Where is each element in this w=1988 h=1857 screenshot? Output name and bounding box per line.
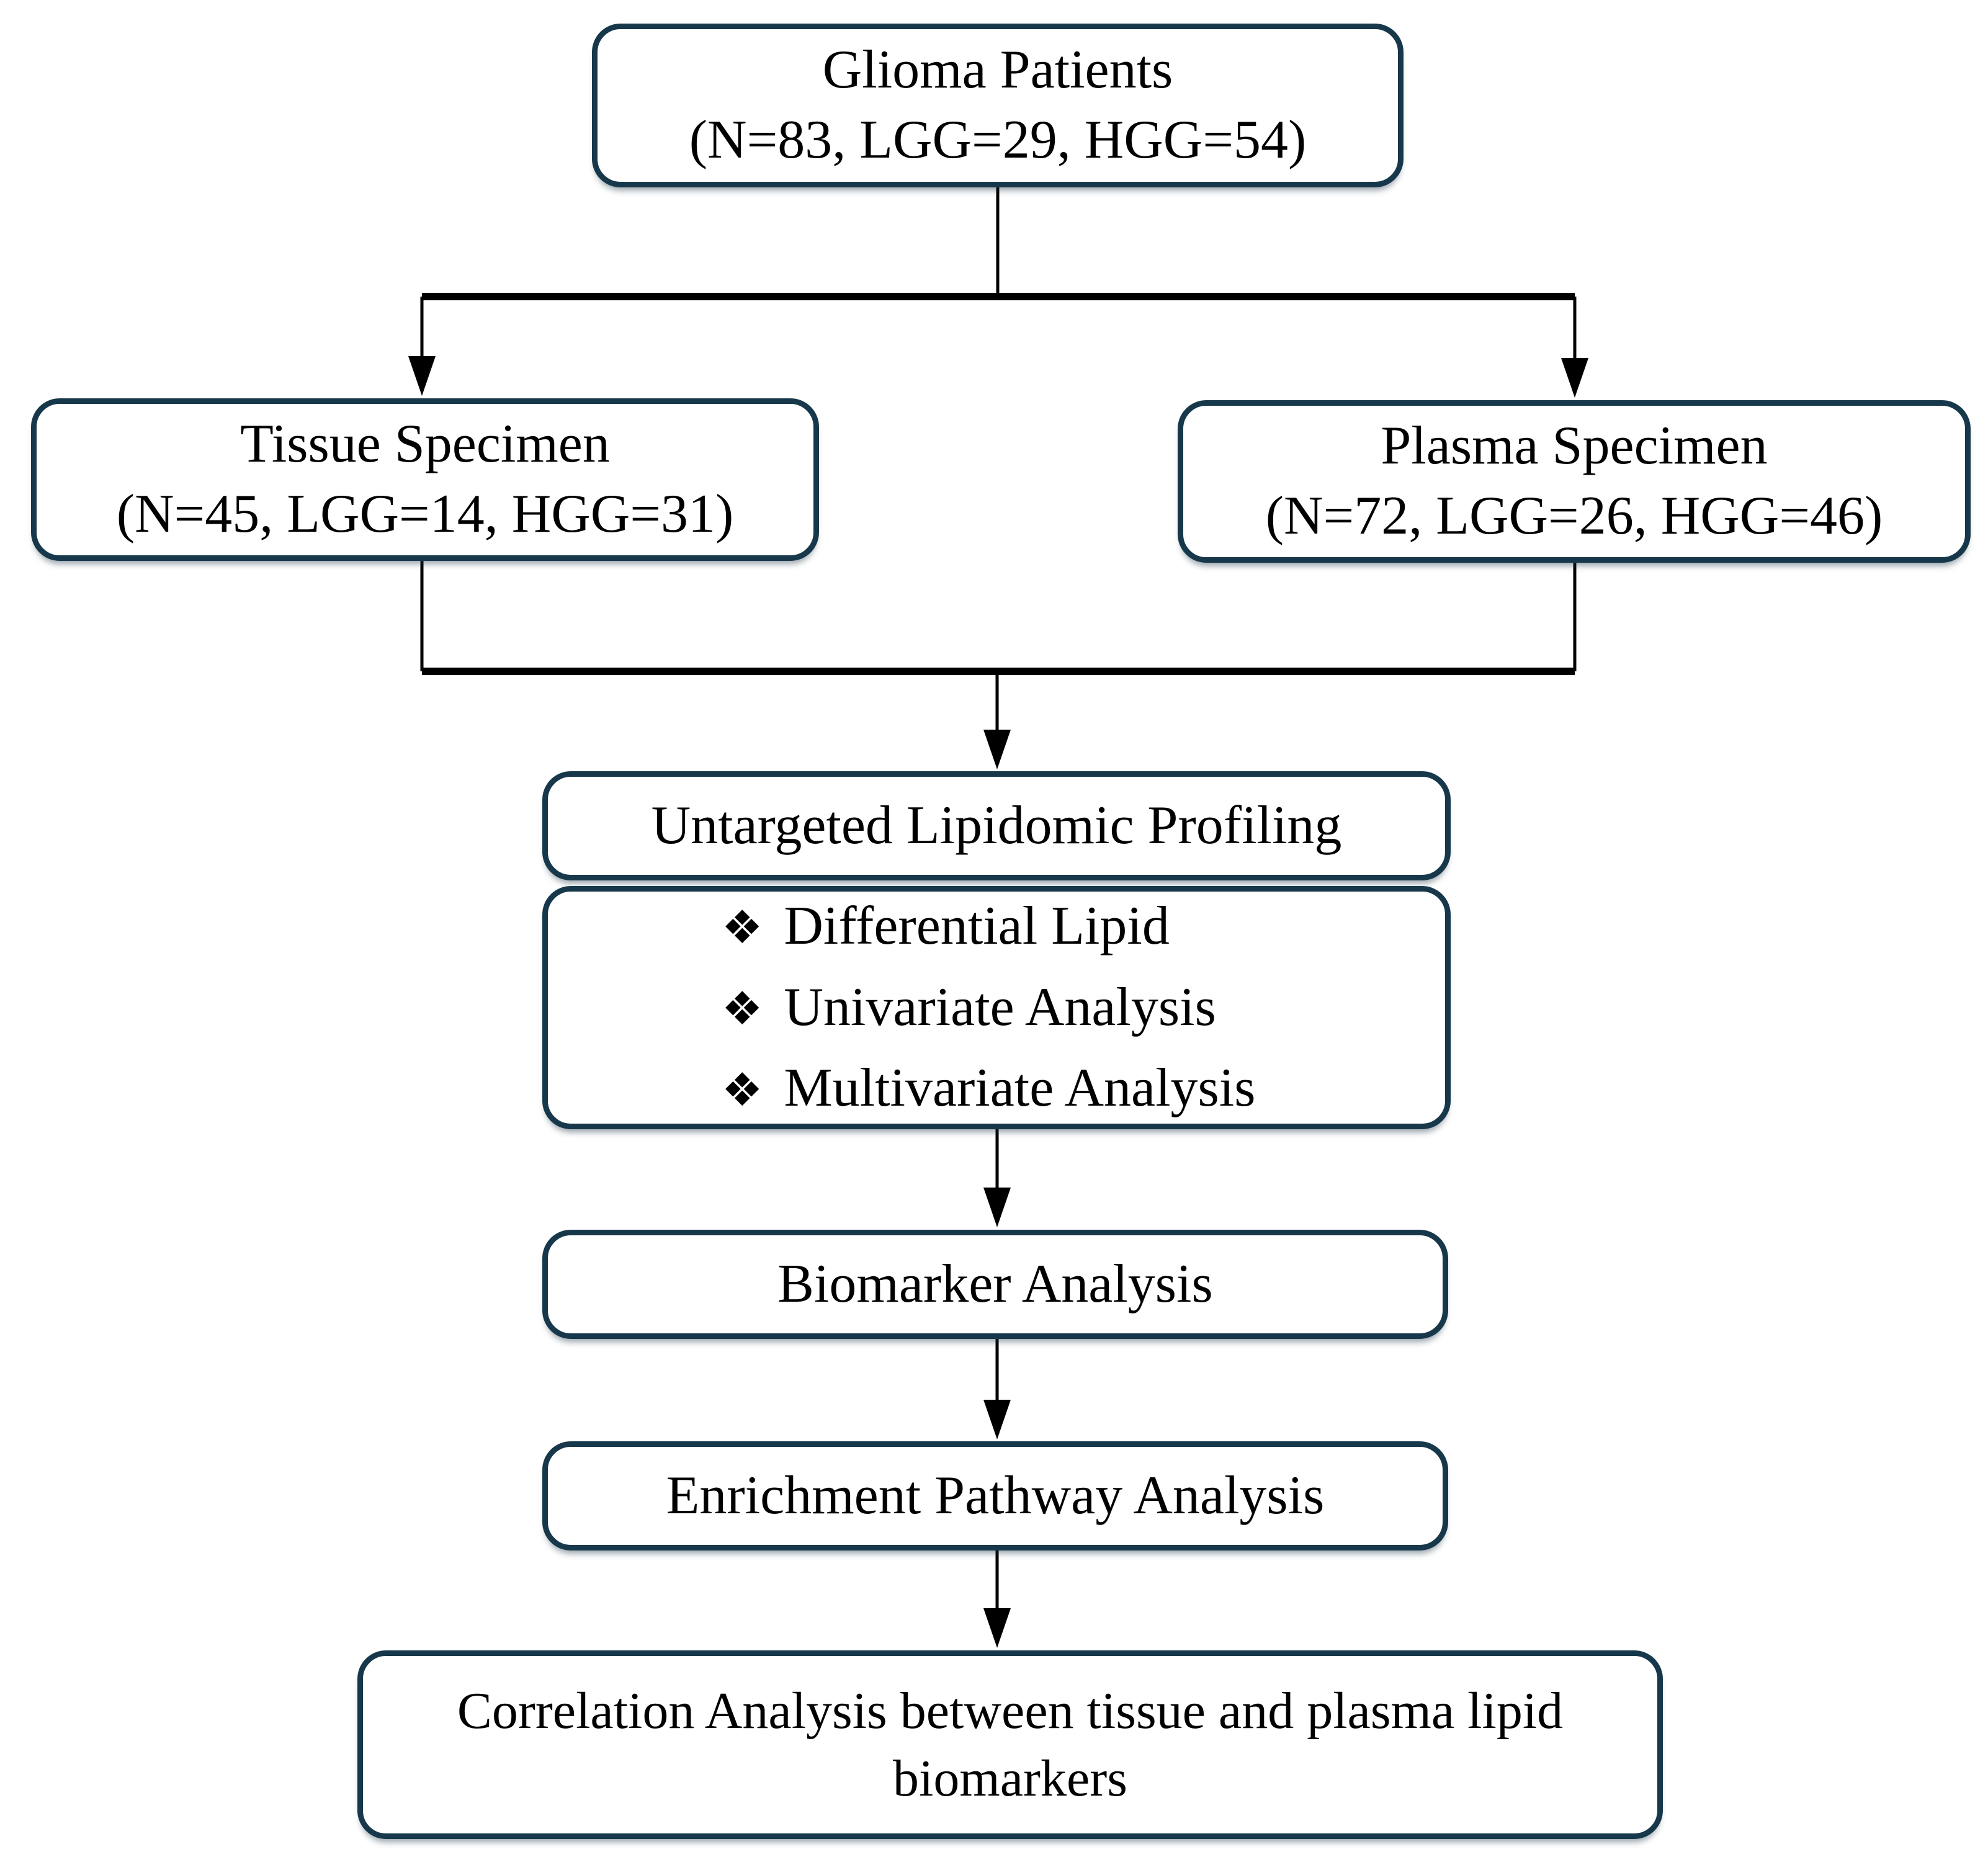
analysis-item-univariate: ❖ Univariate Analysis [722, 973, 1216, 1043]
plasma-specimen-counts: (N=72, LGG=26, HGG=46) [1265, 486, 1883, 546]
plasma-specimen-title: Plasma Specimen [1381, 416, 1768, 477]
biomarker-analysis-box: Biomarker Analysis [542, 1230, 1448, 1339]
arrowhead-into-enrichment-icon [983, 1400, 1011, 1439]
analysis-item-label: Multivariate Analysis [784, 1058, 1256, 1119]
diamond-bullet-icon: ❖ [722, 982, 763, 1036]
analysis-item-label: Differential Lipid [784, 896, 1170, 957]
analysis-item-differential-lipid: ❖ Differential Lipid [722, 892, 1170, 962]
arrowhead-into-correlation-icon [983, 1608, 1011, 1648]
plasma-specimen-box: Plasma Specimen (N=72, LGG=26, HGG=46) [1178, 400, 1971, 563]
biomarker-analysis-label: Biomarker Analysis [777, 1253, 1213, 1314]
tissue-specimen-box: Tissue Specimen (N=45, LGG=14, HGG=31) [31, 398, 819, 561]
enrichment-pathway-analysis-label: Enrichment Pathway Analysis [666, 1465, 1325, 1526]
diamond-bullet-icon: ❖ [722, 1063, 763, 1117]
diamond-bullet-icon: ❖ [722, 901, 763, 955]
arrowhead-into-profiling-icon [983, 730, 1011, 769]
tissue-specimen-counts: (N=45, LGG=14, HGG=31) [116, 484, 734, 544]
glioma-patients-box: Glioma Patients (N=83, LGG=29, HGG=54) [592, 24, 1404, 187]
untargeted-lipidomic-profiling-label: Untargeted Lipidomic Profiling [651, 795, 1342, 856]
analysis-item-label: Univariate Analysis [784, 977, 1216, 1037]
arrowhead-into-biomarker-icon [983, 1188, 1011, 1227]
correlation-analysis-box: Correlation Analysis between tissue and … [357, 1650, 1663, 1839]
tissue-specimen-title: Tissue Specimen [240, 414, 610, 475]
glioma-patients-title: Glioma Patients [822, 40, 1173, 101]
correlation-analysis-label-line2: biomarkers [893, 1750, 1127, 1807]
arrowhead-into-tissue-icon [408, 356, 436, 396]
untargeted-lipidomic-profiling-box: Untargeted Lipidomic Profiling [542, 771, 1451, 880]
analysis-item-multivariate: ❖ Multivariate Analysis [722, 1054, 1255, 1124]
glioma-patients-counts: (N=83, LGG=29, HGG=54) [689, 110, 1307, 170]
analyses-list-box: ❖ Differential Lipid ❖ Univariate Analys… [542, 886, 1451, 1129]
enrichment-pathway-analysis-box: Enrichment Pathway Analysis [542, 1441, 1448, 1550]
arrowhead-into-plasma-icon [1561, 358, 1588, 398]
correlation-analysis-label-line1: Correlation Analysis between tissue and … [457, 1681, 1564, 1740]
